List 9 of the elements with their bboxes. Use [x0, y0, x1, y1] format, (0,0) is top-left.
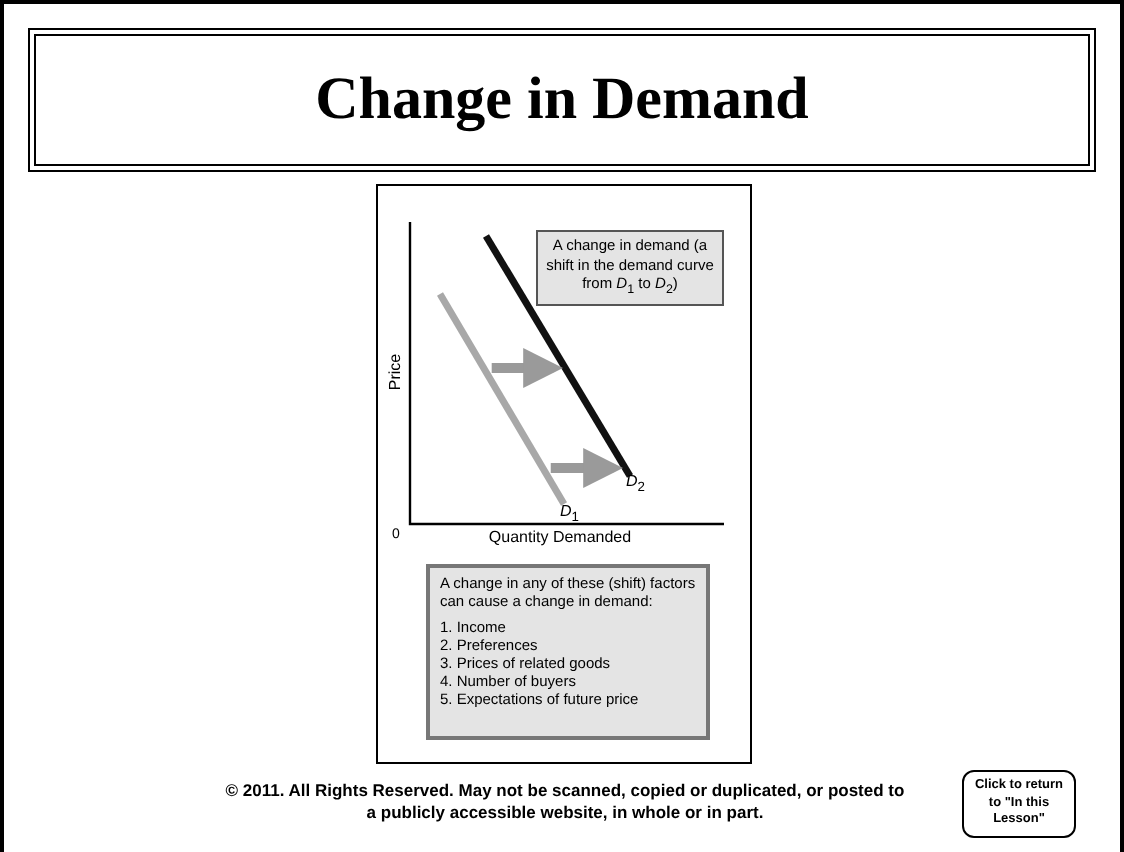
shift-arrow [491, 348, 564, 388]
factors-box [426, 564, 710, 740]
slide-title: Change in Demand [315, 66, 809, 134]
axis-title: Quantity Demanded [486, 528, 634, 550]
axis-title: Price [386, 351, 406, 395]
copyright-notice: © 2011. All Rights Reserved. May not be scanned, copied or duplicated, or posted to a publicly accessible website, in whole or in part. [223, 780, 907, 826]
curve-label: D$_{2}$ [626, 472, 645, 496]
curve-label: D$_{1}$ [560, 502, 579, 526]
shift-arrow [550, 448, 624, 488]
